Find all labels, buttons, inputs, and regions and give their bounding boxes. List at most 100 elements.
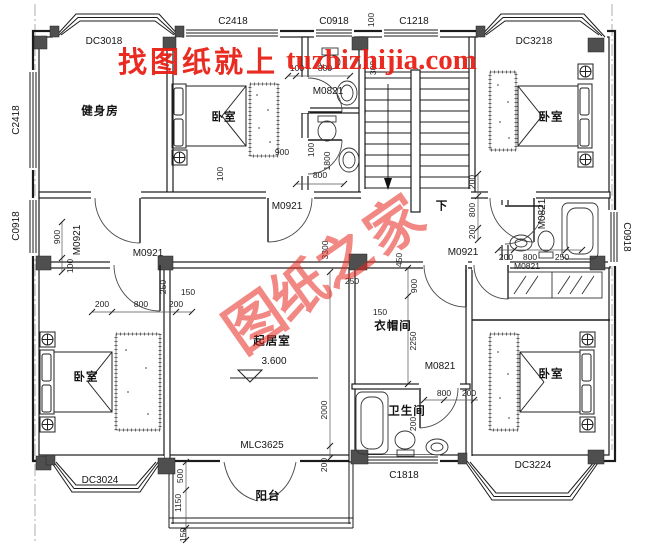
dim-250-rb: 250 — [554, 251, 570, 262]
dim-800-r: 800 — [466, 202, 477, 218]
room-label-cloakroom: 衣帽间 — [374, 320, 412, 333]
bed-bottom-left — [39, 331, 162, 433]
dim-100-left: 100 — [64, 258, 75, 274]
label-level-3600: 3.600 — [261, 356, 287, 367]
dim-200-r1: 200 — [466, 174, 477, 190]
door-bath-lower — [307, 139, 343, 175]
bed-top-right — [488, 63, 594, 168]
bay-dc3024 — [48, 456, 164, 493]
door-bedroom-top-right — [489, 197, 535, 243]
door-gym — [94, 197, 141, 244]
dim-200-bl1: 200 — [94, 298, 110, 309]
label-m0921-b: M0921 — [132, 248, 164, 259]
label-c0918-left: C0918 — [11, 211, 22, 241]
dimension-lines — [58, 72, 586, 544]
window-c2418-top — [184, 28, 280, 38]
label-m0921-c: M0921 — [447, 247, 479, 258]
door-bath-mid-right — [504, 205, 544, 245]
bath-bottom-fixtures — [355, 391, 449, 457]
label-m0821-right: M0821 — [537, 198, 548, 230]
room-label-bedroom-top-right: 卧室 — [538, 111, 564, 124]
label-m0821-cloak: M0821 — [424, 361, 456, 372]
dim-800-a: 800 — [317, 62, 333, 73]
room-label-bathroom: 卫生间 — [388, 405, 426, 418]
watermark-banner: 找图纸就上 tuzhizhijia.com — [118, 43, 477, 80]
dim-1150: 1150 — [172, 493, 183, 513]
bay-dc3224 — [462, 456, 602, 501]
label-c1818: C1818 — [389, 470, 419, 481]
door-cloakroom — [423, 264, 467, 308]
label-c1218: C1218 — [399, 16, 429, 27]
dim-200-bl2: 200 — [168, 298, 184, 309]
bed-bottom-right — [488, 331, 596, 433]
dim-200-c: 200 — [318, 457, 329, 473]
window-c0918-top — [314, 28, 354, 38]
dim-500: 500 — [174, 468, 185, 484]
window-c1818-bottom — [364, 455, 440, 465]
bay-windows — [48, 13, 607, 501]
label-c0918-right: C0918 — [621, 222, 632, 252]
watermark-banner-text-cn: 找图纸就上 — [118, 47, 279, 79]
bed-top-left — [171, 82, 280, 166]
level-marker — [230, 369, 318, 383]
label-m0821-top: M0821 — [312, 86, 344, 97]
bath-mid-right-fixtures — [509, 202, 599, 260]
balcony-walls — [168, 460, 354, 529]
window-c0918-left — [28, 198, 38, 256]
dim-150-bl: 150 — [180, 286, 196, 297]
label-c2418-left: C2418 — [11, 105, 22, 135]
bath-top-fixtures — [317, 47, 360, 173]
dim-800-rb: 800 — [522, 251, 538, 262]
door-bath-upper — [307, 77, 343, 113]
label-dc3218: DC3218 — [515, 36, 553, 47]
bay-dc3018 — [53, 13, 182, 38]
room-label-bedroom-top-left: 卧室 — [211, 111, 237, 124]
label-c0918-top: C0918 — [319, 16, 349, 27]
dim-800-br: 800 — [436, 387, 452, 398]
dim-150-cloak: 150 — [372, 306, 388, 317]
label-stairs-down: 下 — [435, 200, 449, 213]
dim-100-c: 100 — [214, 166, 225, 182]
watermark-banner-site-url: tuzhizhijia.com — [286, 43, 477, 76]
doors — [94, 77, 544, 502]
label-dc3024: DC3024 — [81, 475, 119, 486]
door-bedroom-bottom-right — [473, 264, 509, 300]
interior-walls — [38, 36, 611, 463]
door-balcony-double — [223, 461, 297, 502]
label-m0921-a: M0921 — [271, 201, 303, 212]
stair-direction-arrow — [384, 84, 392, 190]
door-bedroom-top-left — [267, 197, 313, 243]
room-label-living: 起居室 — [253, 335, 291, 348]
label-m0821-small: M0821 — [514, 260, 540, 271]
window-c0918-right — [608, 210, 618, 266]
door-bath-bottom — [419, 387, 459, 429]
dim-100-a: 100 — [289, 62, 305, 73]
label-c2418-top: C2418 — [218, 16, 248, 27]
label-m0921-left: M0921 — [72, 224, 83, 256]
label-mlc3625: MLC3625 — [240, 440, 284, 451]
beds — [39, 63, 596, 433]
wardrobe-closet — [507, 271, 603, 299]
carpet-dots — [125, 84, 510, 419]
windows — [28, 28, 618, 465]
dim-1800: 1800 — [321, 151, 332, 171]
dim-150-b: 150 — [177, 527, 188, 543]
label-dc3018: DC3018 — [85, 36, 123, 47]
staircase — [365, 69, 469, 213]
room-label-bedroom-bottom-right: 卧室 — [538, 368, 564, 381]
dim-900-left: 900 — [51, 229, 62, 245]
dim-100-top: 100 — [365, 12, 376, 28]
dim-2000: 2000 — [318, 400, 329, 420]
dim-200-r2: 200 — [466, 224, 477, 240]
window-c1218-top — [382, 28, 440, 38]
dim-800-bl: 800 — [133, 298, 149, 309]
dim-800-b: 800 — [312, 169, 328, 180]
dim-200-br: 200 — [461, 387, 477, 398]
dim-200-wc: 200 — [407, 416, 418, 432]
dim-2250: 2250 — [407, 331, 418, 351]
dim-250-c: 250 — [344, 275, 360, 286]
columns — [33, 25, 606, 475]
label-dc3224: DC3224 — [514, 460, 552, 471]
